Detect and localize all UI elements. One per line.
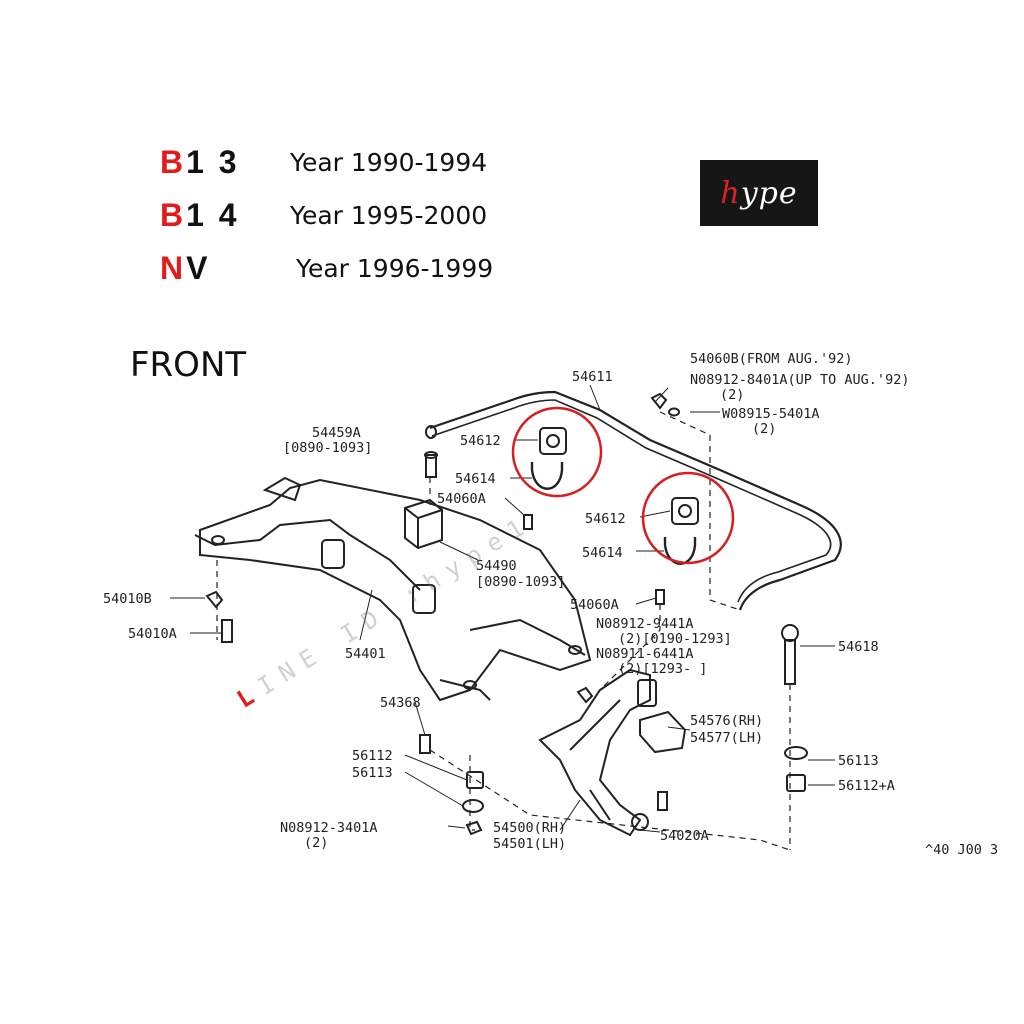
crossmember (199, 478, 592, 702)
model-year: Year 1996-1999 (296, 253, 494, 283)
model-row-nv: NV Year 1996-1999 (160, 243, 493, 293)
part-label: 54614 (455, 471, 496, 487)
part-label: N08912-8401A(UP TO AUG.'92) (690, 372, 909, 388)
part-label: 54577(LH) (690, 730, 763, 746)
stabilizer-bar (429, 390, 842, 611)
part-label: 54611 (572, 369, 613, 385)
part-label: 56112 (352, 748, 393, 764)
model-code: NV (160, 249, 211, 286)
diagram-code: ^40 J00 3 (925, 842, 998, 858)
model-year: Year 1990-1994 (290, 147, 488, 177)
part-label: 54612 (585, 511, 626, 527)
mount-block (404, 498, 443, 550)
part-label: 54612 (460, 433, 501, 449)
part-label: [0890-1093] (283, 440, 372, 456)
part-label: N08911-6441A (596, 646, 694, 662)
model-code: B1 3 (160, 143, 240, 180)
bushing-bracket (639, 710, 687, 754)
part-label: 54020A (660, 828, 709, 844)
bushing-left (539, 427, 567, 455)
part-label: 54060A (570, 597, 619, 613)
part-label: 54501(LH) (493, 836, 566, 852)
part-label: 54401 (345, 646, 386, 662)
part-label: 54368 (380, 695, 421, 711)
part-label: 54500(RH) (493, 820, 566, 836)
part-label: 54490 (476, 558, 517, 574)
part-label: (2) (720, 387, 744, 403)
model-row-b13: B1 3 Year 1990-1994 (160, 137, 487, 187)
part-label: 54618 (838, 639, 879, 655)
part-label: N08912-3401A (280, 820, 378, 836)
hype-logo: hype (700, 160, 818, 226)
part-label: 56113 (352, 765, 393, 781)
part-label: (2) (304, 835, 328, 851)
part-label: 54010B (103, 591, 152, 607)
part-label: (2)[0190-1293] (618, 631, 732, 647)
part-label: [0890-1093] (476, 574, 565, 590)
model-code: B1 4 (160, 196, 240, 233)
part-label: 54010A (128, 626, 177, 642)
part-label: 54060A (437, 491, 486, 507)
part-label: 56112+A (838, 778, 895, 794)
part-label: (2)[1293- ] (618, 661, 707, 677)
part-label: 54459A (312, 425, 361, 441)
part-label: (2) (752, 421, 776, 437)
front-label: FRONT (130, 345, 247, 385)
logo-text: hype (720, 175, 798, 211)
part-label: 56113 (838, 753, 879, 769)
model-row-b14: B1 4 Year 1995-2000 (160, 190, 487, 240)
part-label: W08915-5401A (722, 406, 820, 422)
highlight-circle-right (641, 471, 735, 565)
part-label: 54614 (582, 545, 623, 561)
bracket-left (530, 462, 564, 490)
part-label: 54576(RH) (690, 713, 763, 729)
bushing-right (671, 497, 699, 525)
highlight-circle-left (511, 406, 603, 498)
model-year: Year 1995-2000 (290, 200, 488, 230)
lower-control-arm (538, 668, 651, 837)
part-label: 54060B(FROM AUG.'92) (690, 351, 853, 367)
part-label: N08912-9441A (596, 616, 694, 632)
